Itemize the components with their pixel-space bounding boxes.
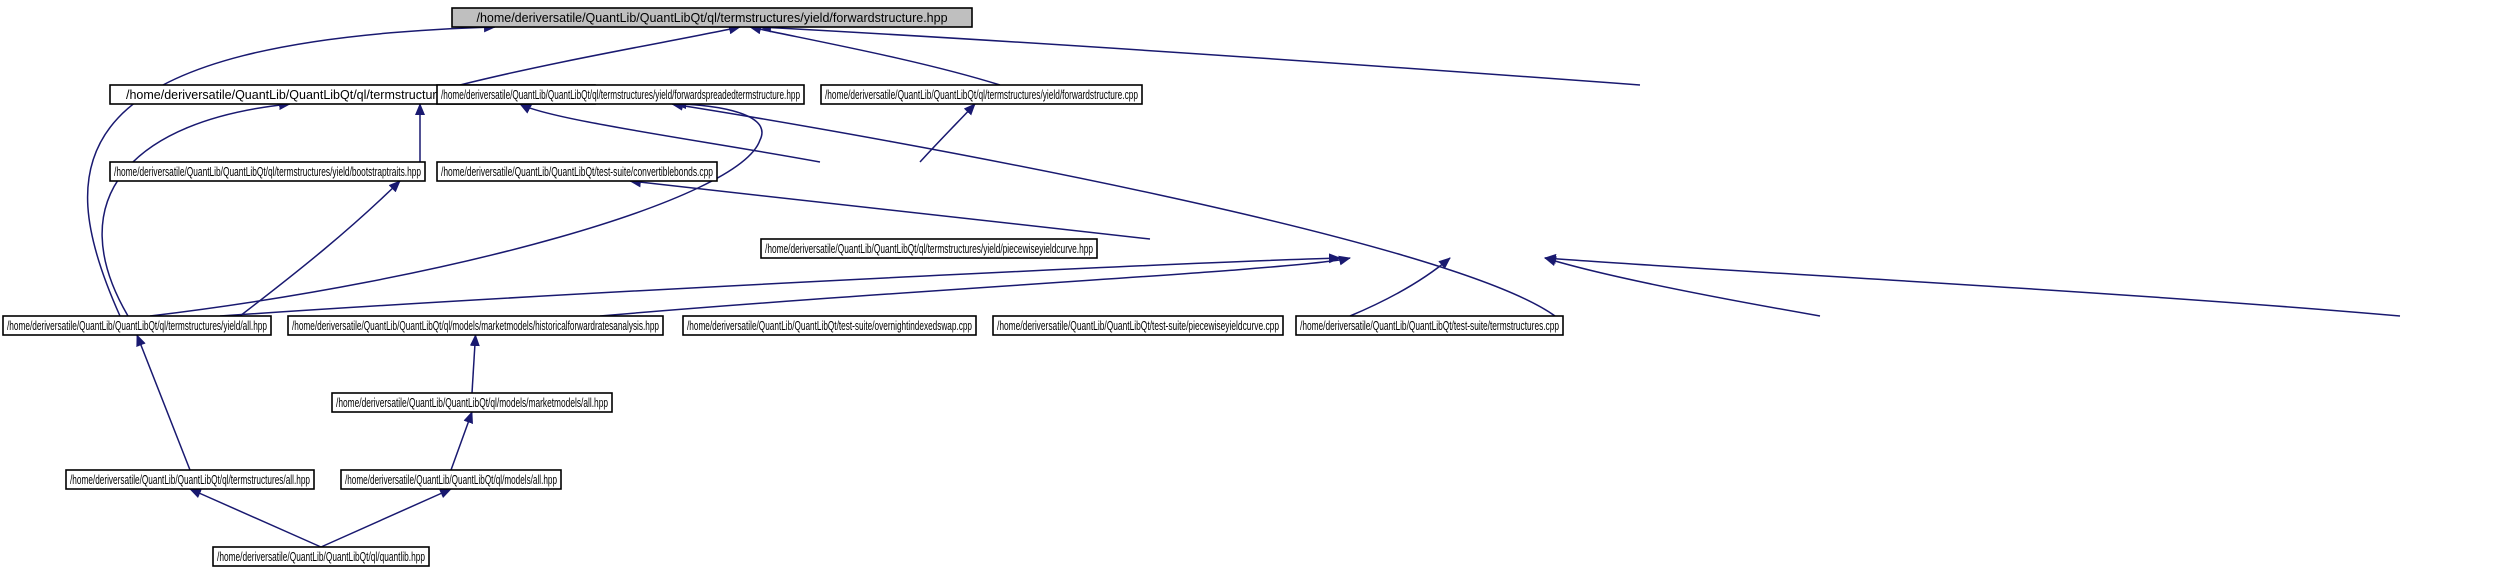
node-box xyxy=(340,469,562,490)
node-box xyxy=(1295,315,1564,336)
node-label: /home/deriversatile/QuantLib/QuantLibQt/… xyxy=(687,319,972,333)
node-label: /home/deriversatile/QuantLib/QuantLibQt/… xyxy=(345,473,557,487)
edge-overnightindexedswap_cpp-to-piecewiseyieldcurve_hpp xyxy=(1349,257,1451,317)
node-label: /home/deriversatile/QuantLib/QuantLibQt/… xyxy=(765,242,1093,256)
node-label: /home/deriversatile/QuantLib/QuantLibQt/… xyxy=(70,473,310,487)
edge-marketmodels_all_hpp-to-historicalforwardratesanalysis_hpp xyxy=(469,334,480,394)
node-box xyxy=(331,392,613,413)
node-termstructures_cpp[interactable]: /home/deriversatile/QuantLib/QuantLibQt/… xyxy=(1295,315,1564,336)
node-box xyxy=(287,315,664,336)
node-label: /home/deriversatile/QuantLib/QuantLibQt/… xyxy=(441,165,713,179)
node-label: /home/deriversatile/QuantLib/QuantLibQt/… xyxy=(292,319,659,333)
node-box xyxy=(820,84,1143,105)
edge-termstructures_all_hpp-to-yield_all_hpp xyxy=(136,334,191,471)
edge-forwardstructure_cpp-to-forwardstructure_hpp xyxy=(759,22,1641,86)
edge-forwardcurve_hpp-to-forwardstructure_hpp xyxy=(459,24,741,86)
edge-yield_all_hpp-to-piecewiseyieldcurve_hpp xyxy=(219,253,1341,317)
edge-yield_all_hpp-to-forwardcurve_hpp xyxy=(101,100,291,317)
edge-convertiblebonds_cpp-to-forwardcurve_hpp xyxy=(519,103,821,163)
node-piecewiseyieldcurve_cpp[interactable]: /home/deriversatile/QuantLib/QuantLibQt/… xyxy=(992,315,1284,336)
edge-termstructures_cpp-to-piecewiseyieldcurve_hpp xyxy=(1544,253,2401,317)
node-label: /home/deriversatile/QuantLib/QuantLibQt/… xyxy=(114,165,421,179)
node-yield_all_hpp[interactable]: /home/deriversatile/QuantLib/QuantLibQt/… xyxy=(2,315,272,336)
node-models_all_hpp[interactable]: /home/deriversatile/QuantLib/QuantLibQt/… xyxy=(340,469,562,490)
node-quantlib_hpp[interactable]: /home/deriversatile/QuantLib/QuantLibQt/… xyxy=(212,546,430,567)
node-box xyxy=(436,161,718,182)
node-label: /home/deriversatile/QuantLib/QuantLibQt/… xyxy=(217,550,425,564)
edge-yield_all_hpp-to-forwardspreaded_hpp xyxy=(149,99,763,317)
edge-quantlib_hpp-to-termstructures_all_hpp xyxy=(189,488,322,548)
node-label: /home/deriversatile/QuantLib/QuantLibQt/… xyxy=(476,11,947,25)
node-forwardstructure_cpp[interactable]: /home/deriversatile/QuantLib/QuantLibQt/… xyxy=(820,84,1143,105)
node-bootstraptraits_hpp[interactable]: /home/deriversatile/QuantLib/QuantLibQt/… xyxy=(109,161,426,182)
edge-yield_all_hpp-to-forwardstructure_hpp xyxy=(86,22,496,317)
node-overnightindexedswap_cpp[interactable]: /home/deriversatile/QuantLib/QuantLibQt/… xyxy=(682,315,977,336)
node-forwardstructure_hpp[interactable]: /home/deriversatile/QuantLib/QuantLibQt/… xyxy=(451,7,973,28)
node-label: /home/deriversatile/QuantLib/QuantLibQt/… xyxy=(1300,319,1559,333)
node-label: /home/deriversatile/QuantLib/QuantLibQt/… xyxy=(7,319,267,333)
node-box xyxy=(212,546,430,567)
node-box xyxy=(451,7,973,28)
node-label: /home/deriversatile/QuantLib/QuantLibQt/… xyxy=(441,88,800,102)
edge-historicalforwardratesanalysis_hpp-to-piecewiseyieldcurve_hpp xyxy=(599,255,1351,317)
node-box xyxy=(436,84,805,105)
node-box xyxy=(760,238,1098,259)
node-convertiblebonds_cpp[interactable]: /home/deriversatile/QuantLib/QuantLibQt/… xyxy=(436,161,718,182)
node-piecewiseyieldcurve_hpp[interactable]: /home/deriversatile/QuantLib/QuantLibQt/… xyxy=(760,238,1098,259)
edge-convertiblebonds_cpp-to-forwardspreaded_hpp xyxy=(919,103,976,163)
node-box xyxy=(2,315,272,336)
node-box xyxy=(682,315,977,336)
edges-layer xyxy=(86,22,2401,548)
node-historicalforwardratesanalysis_hpp[interactable]: /home/deriversatile/QuantLib/QuantLibQt/… xyxy=(287,315,664,336)
node-label: /home/deriversatile/QuantLib/QuantLibQt/… xyxy=(825,88,1138,102)
node-label: /home/deriversatile/QuantLib/QuantLibQt/… xyxy=(336,396,608,410)
nodes-layer: /home/deriversatile/QuantLib/QuantLibQt/… xyxy=(2,7,1564,567)
edge-yield_all_hpp-to-bootstraptraits_hpp xyxy=(239,180,401,317)
edge-piecewiseyieldcurve_hpp-to-bootstraptraits_hpp xyxy=(629,177,1151,240)
node-label: /home/deriversatile/QuantLib/QuantLibQt/… xyxy=(997,319,1279,333)
edge-termstructures_cpp-to-forwardspreaded_hpp xyxy=(671,100,1556,317)
node-box xyxy=(992,315,1284,336)
edge-quantlib_hpp-to-models_all_hpp xyxy=(320,488,452,548)
edge-models_all_hpp-to-marketmodels_all_hpp xyxy=(450,411,473,471)
node-box xyxy=(65,469,315,490)
node-box xyxy=(109,161,426,182)
edge-piecewiseyieldcurve_cpp-to-piecewiseyieldcurve_hpp xyxy=(1544,256,1821,317)
edge-forwardspreaded_hpp-to-forwardstructure_hpp xyxy=(749,24,1001,86)
node-marketmodels_all_hpp[interactable]: /home/deriversatile/QuantLib/QuantLibQt/… xyxy=(331,392,613,413)
node-forwardspreaded_hpp[interactable]: /home/deriversatile/QuantLib/QuantLibQt/… xyxy=(436,84,805,105)
node-termstructures_all_hpp[interactable]: /home/deriversatile/QuantLib/QuantLibQt/… xyxy=(65,469,315,490)
